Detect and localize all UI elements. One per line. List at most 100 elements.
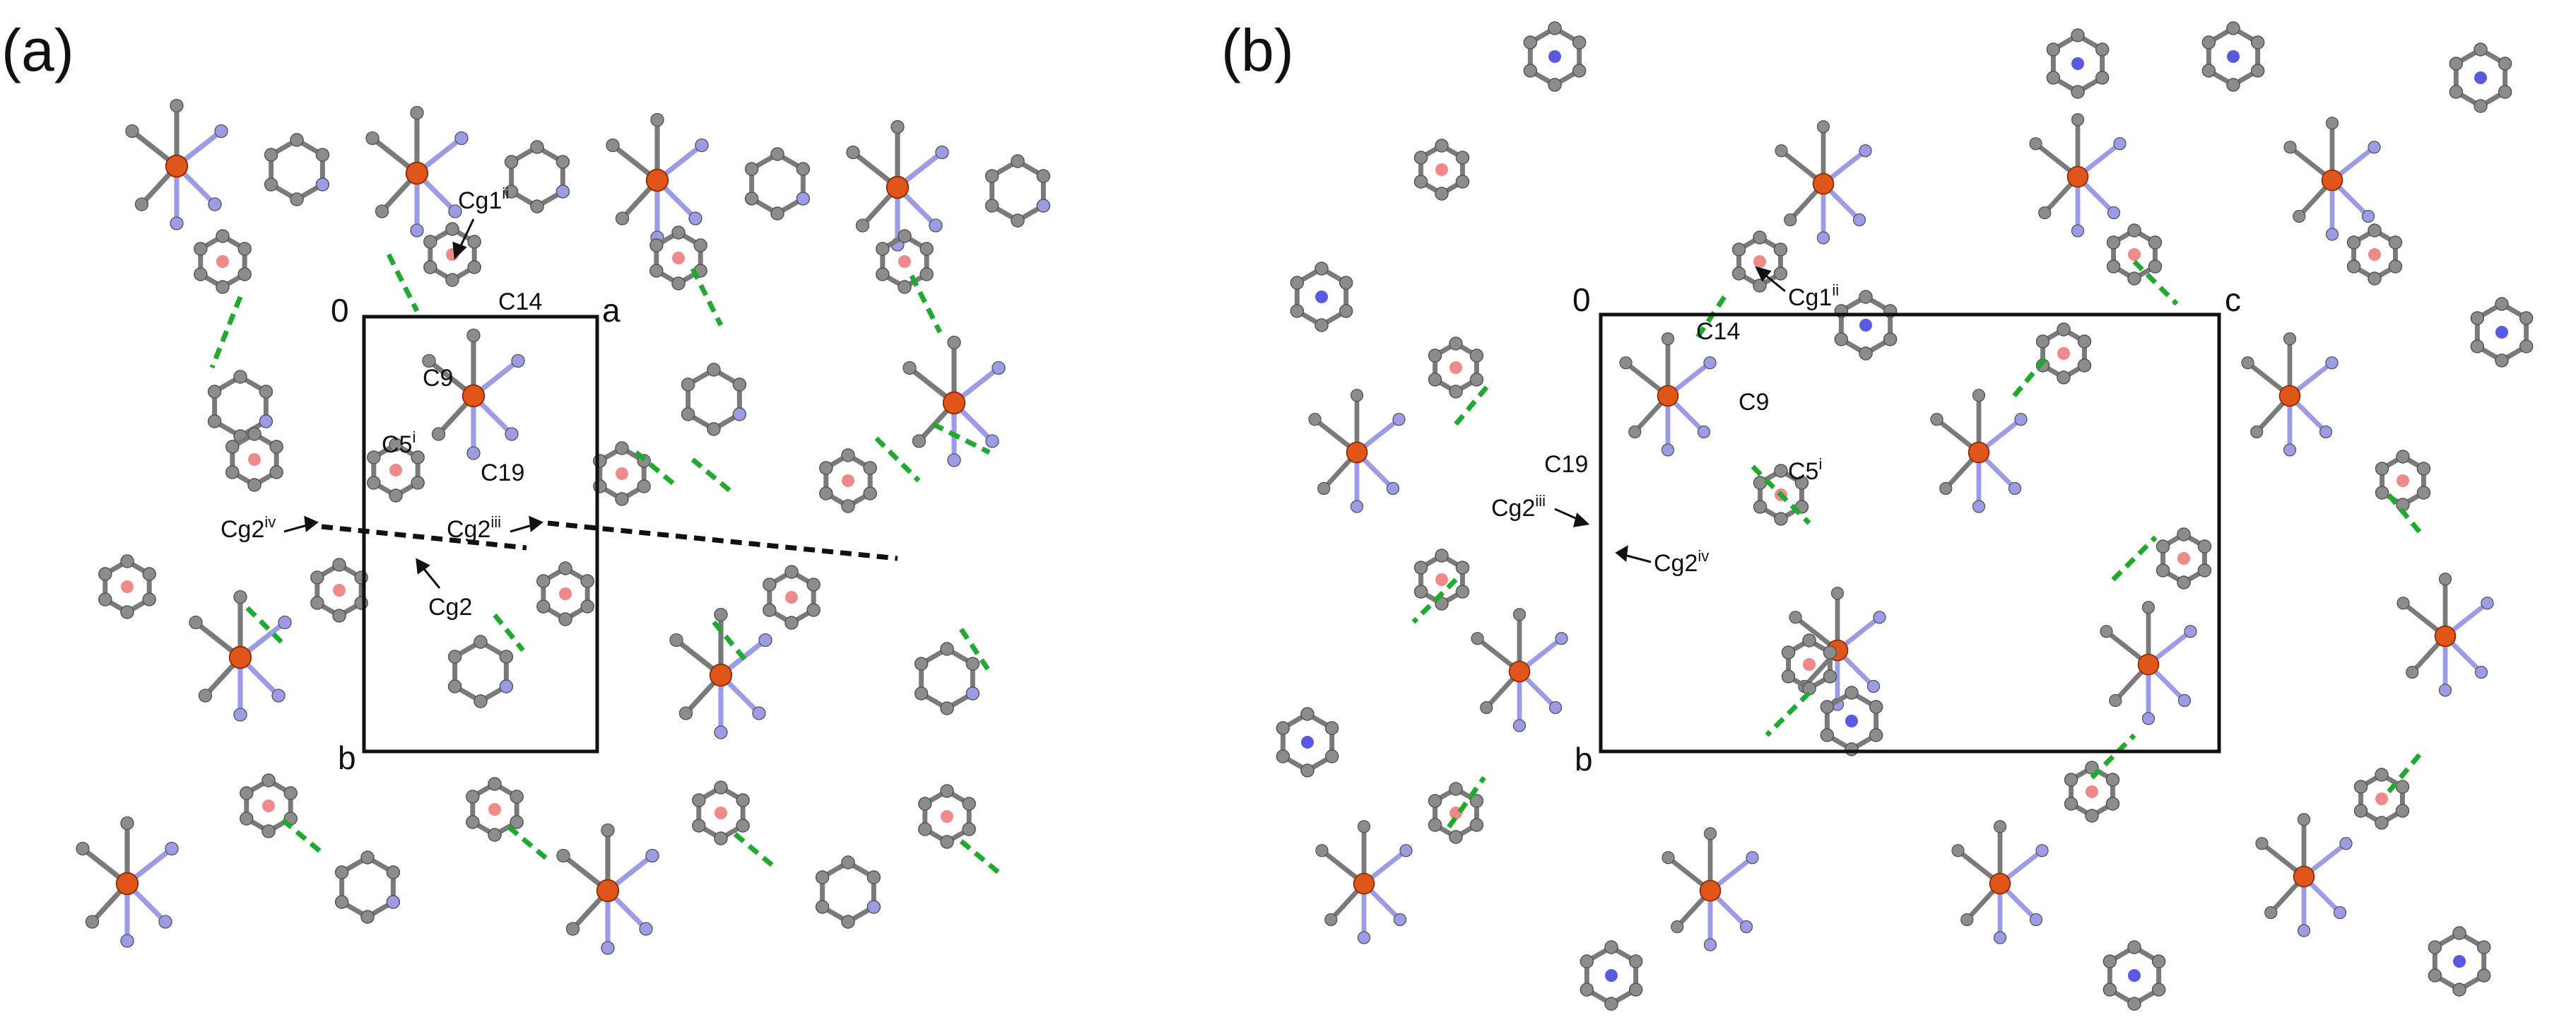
atom [2100, 625, 2113, 638]
contact-line [2012, 351, 2052, 398]
atom [505, 427, 519, 441]
atom [216, 229, 230, 243]
atom [247, 427, 261, 441]
atom [681, 407, 695, 421]
atom [1830, 587, 1845, 600]
metal-complex [1471, 608, 1568, 732]
atom [1823, 669, 1837, 684]
atom [2107, 206, 2121, 220]
atom [2113, 137, 2127, 151]
atom [389, 438, 403, 452]
atom [1392, 413, 1406, 426]
atom [2319, 425, 2333, 439]
atom [1930, 413, 1943, 426]
atom [671, 226, 686, 240]
atom [2064, 797, 2078, 811]
atom [784, 565, 799, 579]
atom [1883, 332, 1898, 346]
atom [2438, 573, 2452, 586]
atom-label-c14-b: C14 [1696, 318, 1740, 345]
ring-centroid [216, 255, 229, 268]
atom [947, 335, 961, 350]
atom [1661, 332, 1675, 346]
atom [707, 363, 721, 377]
ring [1753, 464, 1809, 526]
ring [649, 226, 707, 291]
contact-line [1411, 578, 1458, 624]
atom [474, 635, 488, 649]
atom [985, 434, 999, 448]
ring-centroid [1845, 715, 1858, 727]
metal-complex [2396, 573, 2494, 697]
metal-atom [886, 175, 910, 199]
atom [2395, 804, 2410, 818]
ring-centroid [2495, 326, 2508, 339]
atom [225, 440, 240, 454]
atom [2109, 693, 2122, 708]
ring-centroid [333, 584, 346, 597]
atom [510, 790, 524, 804]
atom [2106, 259, 2121, 274]
cell-axis-a-label: a [602, 292, 621, 329]
metal-atom [1508, 660, 1531, 683]
atom [423, 235, 437, 249]
atom [1939, 481, 1953, 496]
ring [1413, 549, 1470, 611]
atom [736, 793, 750, 807]
atom [2102, 983, 2117, 997]
ring [207, 370, 274, 443]
ring-centroid [559, 587, 572, 600]
atom [763, 603, 777, 617]
atom [2250, 425, 2264, 439]
atom [902, 361, 917, 375]
atom [556, 848, 570, 863]
atom [423, 260, 437, 274]
atom [940, 784, 954, 798]
atom [758, 633, 772, 648]
atom [918, 822, 932, 836]
contact-line [959, 839, 1006, 879]
atom [1960, 913, 1974, 927]
atom [1300, 763, 1315, 778]
atom [2498, 57, 2512, 71]
atom [1869, 700, 1883, 714]
atom [233, 370, 247, 384]
atom [1399, 844, 1413, 857]
atom [1859, 290, 1873, 304]
ring [2046, 28, 2110, 99]
atom [736, 819, 750, 833]
atom [269, 440, 283, 454]
contact-line [321, 524, 527, 551]
atom [2353, 780, 2368, 794]
ring [2064, 761, 2120, 823]
atom [290, 133, 304, 147]
atom [2449, 85, 2464, 99]
molecule-layer-a [76, 98, 1051, 955]
atom [2071, 113, 2085, 127]
atom-label-cg2-a: Cg2 [428, 594, 472, 621]
atom [841, 855, 855, 869]
atom [510, 815, 524, 829]
ring [1781, 633, 1837, 696]
atom [225, 465, 240, 479]
atom [1386, 481, 1400, 496]
atom [240, 812, 254, 826]
ring [447, 635, 514, 708]
atom [134, 197, 149, 211]
atom [863, 461, 877, 475]
ring [1731, 230, 1788, 293]
panel-label-b: (b) [1221, 17, 1294, 83]
atom [914, 686, 929, 701]
atom [2474, 42, 2488, 57]
atom [194, 242, 208, 256]
metal-complex [2283, 117, 2381, 241]
atom [558, 612, 572, 626]
atom [1703, 356, 1717, 370]
atom [2071, 85, 2085, 99]
atom [474, 694, 488, 708]
atom [2375, 768, 2389, 782]
atom [962, 822, 976, 836]
ring [918, 784, 976, 849]
ring [815, 855, 881, 929]
atom [120, 605, 134, 619]
